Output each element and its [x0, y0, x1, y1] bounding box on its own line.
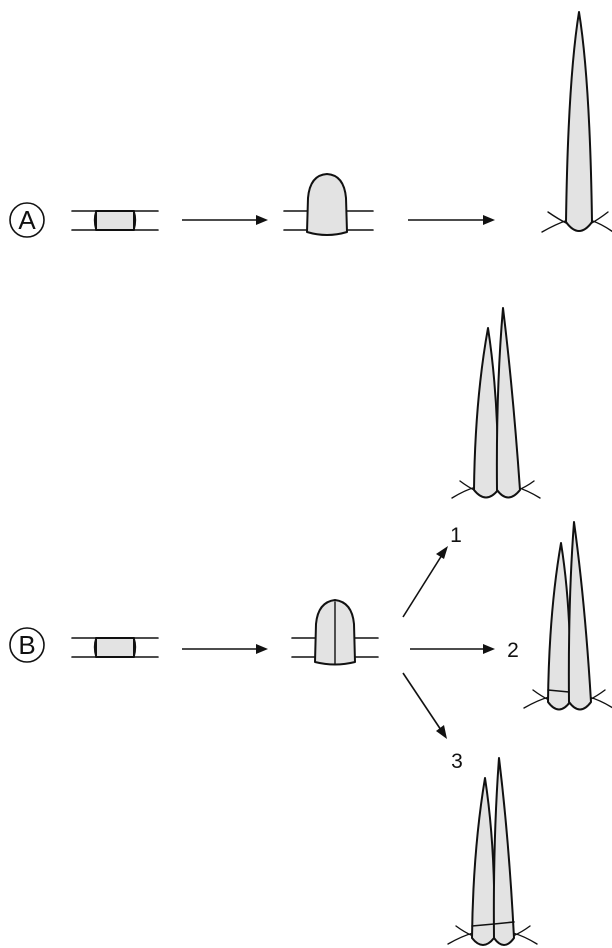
branch-label-3: 3 — [451, 750, 463, 773]
panel-a-marker: A — [9, 202, 45, 238]
panel-a-stage-1-cell — [71, 210, 159, 231]
panel-b-label: B — [18, 630, 35, 660]
branch-label-2: 2 — [507, 639, 519, 662]
panel-b: B 1 2 — [9, 307, 612, 946]
panel-a-arrow-2 — [408, 215, 495, 225]
panel-a: A — [9, 11, 612, 238]
panel-b-stage-1-cell — [71, 637, 159, 658]
panel-a-arrow-1 — [182, 215, 268, 225]
branch-label-1: 1 — [450, 524, 462, 547]
panel-a-stage-3-trichome — [541, 11, 612, 233]
outcome-2-twin-trichome-one-wall — [523, 521, 612, 711]
panel-b-marker: B — [9, 627, 45, 663]
panel-b-stage-2-divided-bulge — [291, 599, 379, 666]
branch-arrow-1 — [402, 546, 448, 618]
branch-arrow-3 — [402, 672, 447, 739]
branch-arrow-2 — [410, 644, 495, 654]
outcome-1-twin-trichome — [451, 307, 541, 499]
panel-b-arrow-1 — [182, 644, 268, 654]
panel-a-label: A — [18, 205, 36, 235]
outcome-3-twin-trichome-two-walls — [447, 757, 538, 946]
panel-a-stage-2-bulge — [283, 173, 374, 236]
